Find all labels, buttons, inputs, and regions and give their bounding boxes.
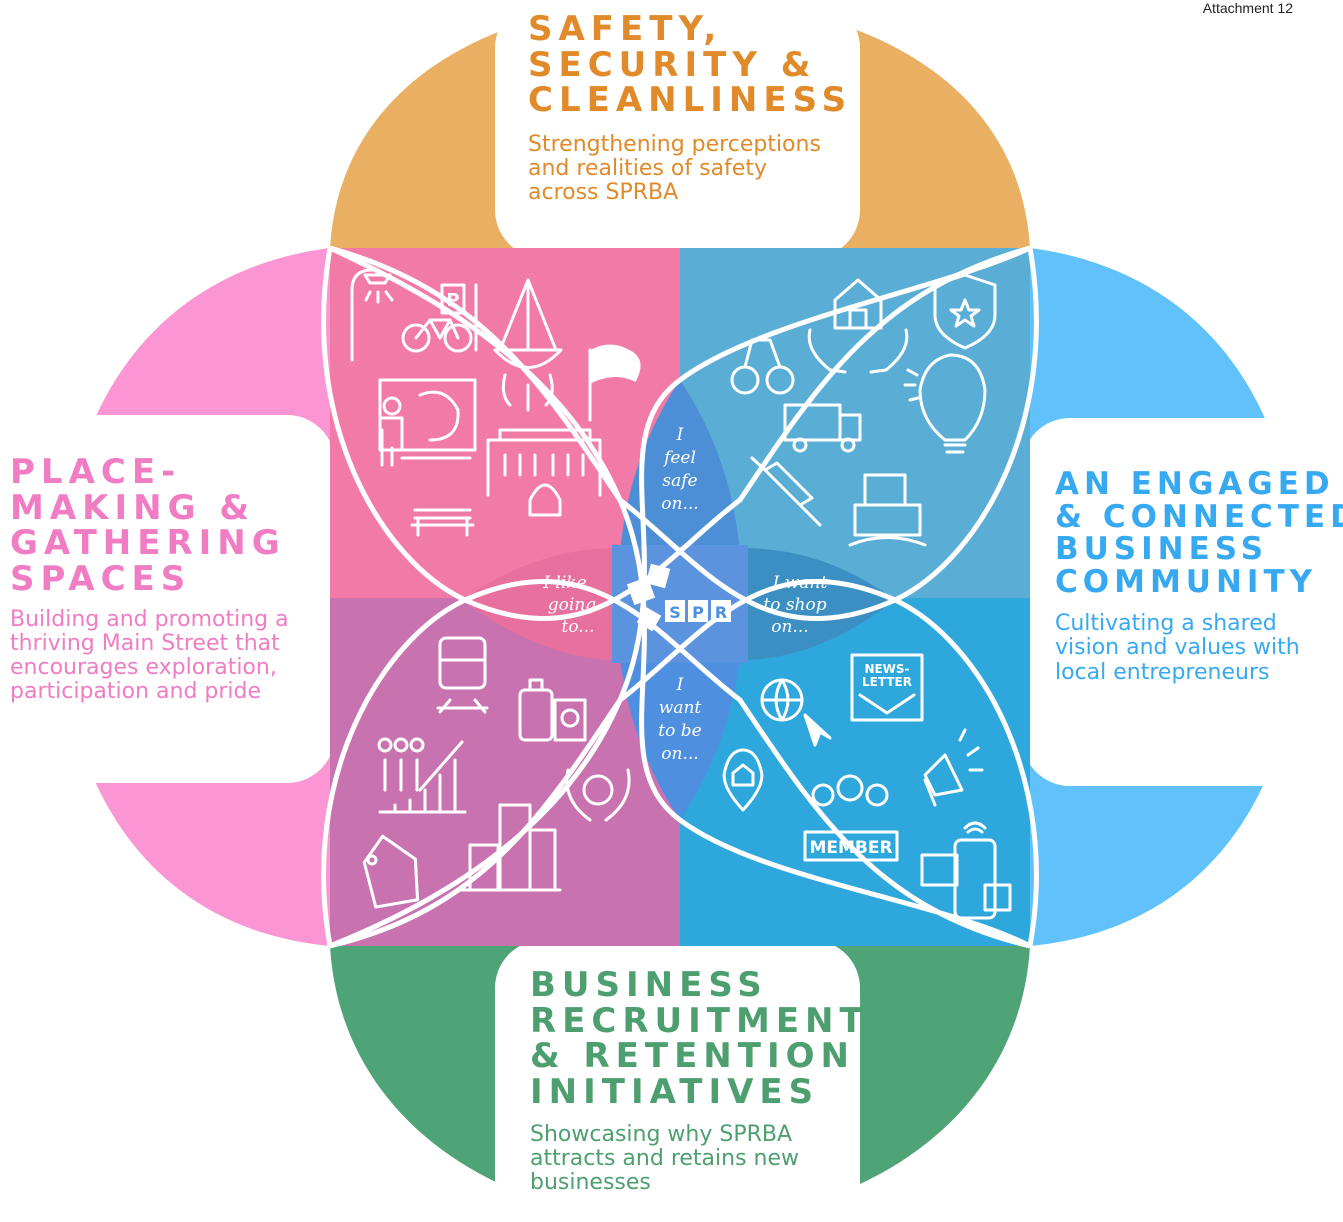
- svg-text:feel: feel: [662, 448, 696, 468]
- bicycle-icon: [401, 318, 473, 353]
- growth-chart-people-icon: [377, 737, 467, 814]
- svg-text:MEMBER: MEMBER: [809, 838, 892, 858]
- phrase-right: I want to shop on...: [763, 573, 827, 637]
- svg-text:want: want: [659, 698, 702, 718]
- syringe-icon: [750, 456, 822, 527]
- money-in-hands-icon: [565, 768, 631, 822]
- phrase-bottom: I want to be on...: [658, 675, 701, 764]
- logo-letter-p: P: [692, 603, 704, 622]
- logo-letter-s: S: [669, 603, 681, 622]
- svg-text:safe: safe: [662, 471, 697, 491]
- phrase-left: I like going to...: [542, 573, 596, 637]
- handcuffs-icon: [730, 338, 795, 395]
- lens-top: [620, 380, 740, 552]
- svg-text:to...: to...: [562, 617, 595, 637]
- megaphone-icon: [923, 728, 984, 807]
- svg-text:to be: to be: [658, 721, 701, 741]
- svg-text:I want: I want: [772, 573, 828, 593]
- social-phone-icon: [920, 821, 1012, 920]
- svg-text:I: I: [676, 675, 684, 695]
- section-title: AN ENGAGED & CONNECTED BUSINESS COMMUNIT…: [1055, 466, 1343, 600]
- lightbulb-puzzle-icon: [903, 353, 987, 454]
- section-description: Building and promoting a thriving Main S…: [10, 606, 289, 705]
- right-label-panel: [1022, 418, 1343, 786]
- svg-text:going: going: [548, 595, 597, 615]
- globe-cursor-icon: [760, 678, 832, 747]
- lens-bottom: [620, 658, 740, 820]
- phrase-top: I feel safe on...: [661, 425, 698, 514]
- top-label-panel: [495, 0, 860, 258]
- svg-text:on...: on...: [661, 494, 698, 514]
- snowplow-truck-icon: [848, 473, 927, 547]
- logo-letter-r: R: [715, 603, 727, 622]
- price-tag-icon: [362, 834, 420, 909]
- section-business-community: AN ENGAGED & CONNECTED BUSINESS COMMUNIT…: [1055, 468, 1343, 685]
- hanging-plant-icon: [493, 278, 563, 412]
- house-in-hands-icon: [807, 278, 909, 374]
- bottom-label-panel: [495, 940, 860, 1222]
- street-light-icon: [350, 268, 394, 362]
- svg-text:P: P: [446, 290, 459, 311]
- section-description: Strengthening perceptions and realities …: [528, 132, 821, 206]
- bench-icon: [410, 508, 475, 537]
- section-description: Showcasing why SPRBA attracts and retain…: [530, 1121, 800, 1196]
- flag-icon: [588, 344, 641, 422]
- svg-text:I like: I like: [542, 573, 586, 593]
- historic-building-icon: [486, 428, 602, 517]
- svg-text:on...: on...: [771, 617, 808, 637]
- svg-text:LETTER: LETTER: [862, 675, 912, 689]
- lens-right: [740, 548, 895, 660]
- svg-text:I: I: [676, 425, 684, 445]
- spr-logo: S P R: [626, 563, 731, 632]
- travel-luggage-icon: [518, 678, 587, 742]
- street-sweeper-icon: [783, 403, 862, 453]
- newsletter-icon: NEWS- LETTER: [850, 653, 924, 722]
- svg-text:to shop: to shop: [763, 595, 826, 615]
- location-home-icon: [722, 748, 764, 812]
- member-group-icon: MEMBER: [803, 774, 899, 862]
- svg-text:NEWS-: NEWS-: [864, 662, 909, 676]
- section-placemaking: PLACE- MAKING & GATHERING SPACES Buildin…: [10, 452, 320, 705]
- section-title: SAFETY, SECURITY & CLEANLINESS: [528, 9, 853, 121]
- section-title: PLACE- MAKING & GATHERING SPACES: [10, 452, 286, 600]
- section-description: Cultivating a shared vision and values w…: [1055, 611, 1300, 685]
- attachment-label: Attachment 12: [1202, 0, 1293, 16]
- section-title: BUSINESS RECRUITMENT & RETENTION INITIAT…: [530, 965, 869, 1113]
- city-buildings-icon: [458, 803, 562, 892]
- svg-text:on...: on...: [661, 744, 698, 764]
- section-safety: SAFETY, SECURITY & CLEANLINESS Strengthe…: [528, 9, 853, 206]
- lens-left: [462, 548, 620, 660]
- parking-sign-icon: P: [440, 283, 478, 352]
- train-icon: [436, 636, 489, 714]
- police-badge-icon: [933, 273, 997, 350]
- street-vendor-icon: [378, 378, 477, 467]
- section-recruitment: BUSINESS RECRUITMENT & RETENTION INITIAT…: [530, 965, 869, 1196]
- left-label-panel: [0, 415, 335, 783]
